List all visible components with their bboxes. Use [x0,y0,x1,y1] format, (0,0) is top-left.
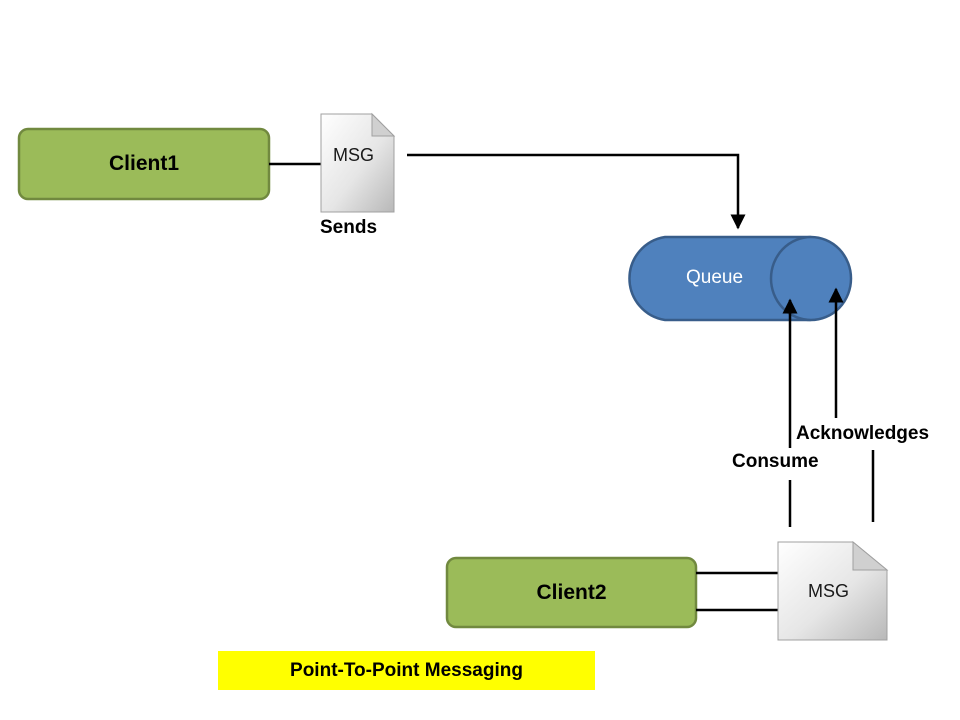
client2-label: Client2 [536,581,607,604]
consume-label: Consume [732,451,819,472]
queue-cylinder-end [769,235,853,322]
msg-bottom-label: MSG [808,581,850,601]
msg-top-label: MSG [333,145,375,165]
sends-arrow [407,153,746,230]
acknowledges-label: Acknowledges [796,423,930,444]
queue-label: Queue [686,267,744,288]
caption-banner: Point-To-Point Messaging [218,651,595,690]
msg-document-top [320,113,395,213]
client1-label: Client1 [108,152,179,175]
msg-document-top-fold [371,112,396,137]
sends-label: Sends [320,217,378,238]
client2-box [445,556,698,629]
msg-document-bottom-fold [852,540,889,571]
